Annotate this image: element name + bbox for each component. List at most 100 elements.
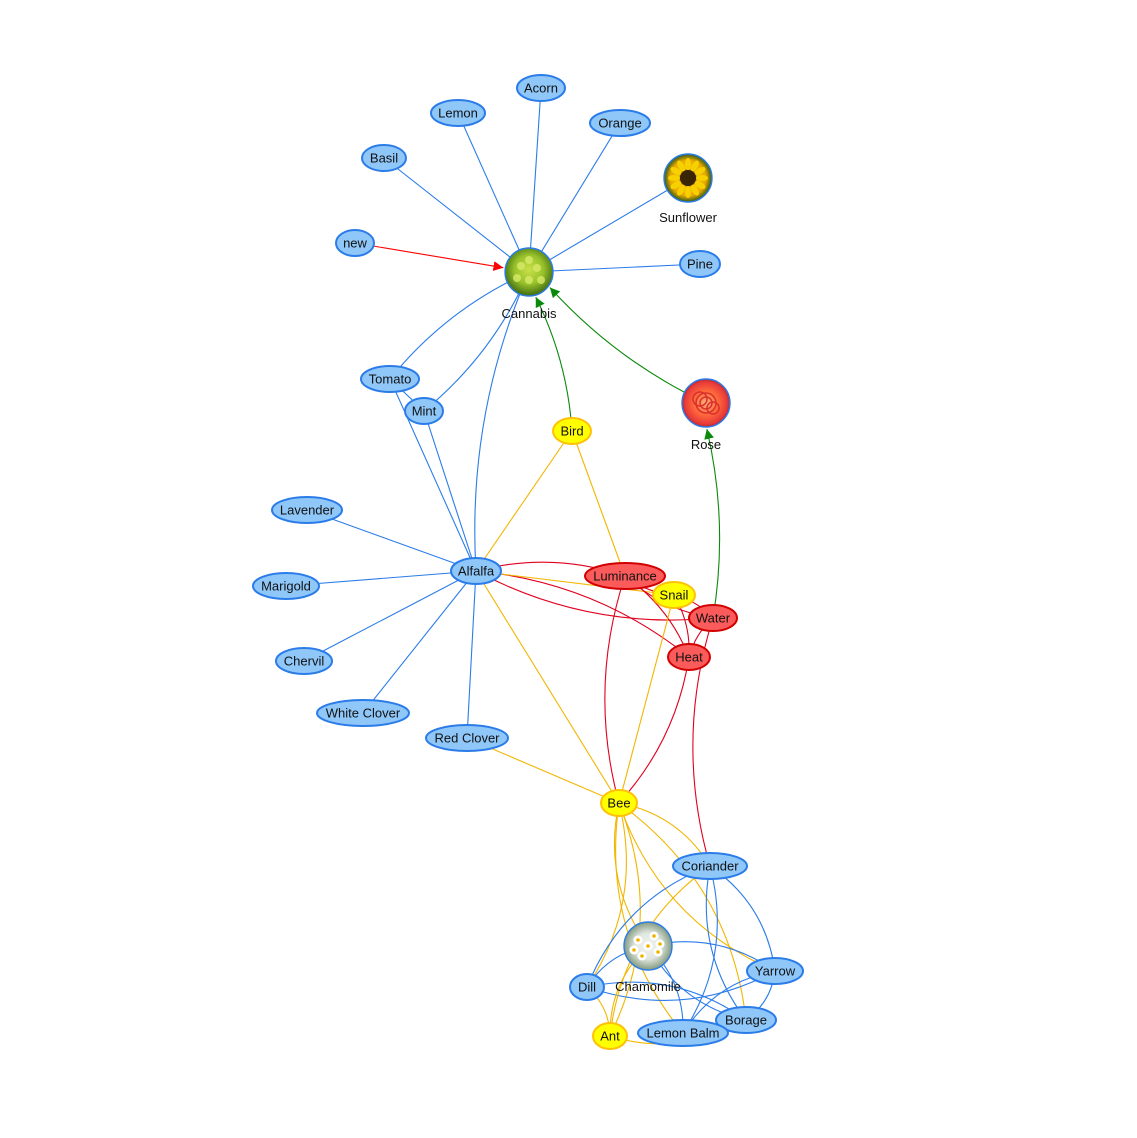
node-shape-orange[interactable] xyxy=(589,109,651,137)
node-shape-pine[interactable] xyxy=(679,250,721,278)
edge-heat-bee[interactable] xyxy=(618,656,690,804)
node-label-dill: Dill xyxy=(578,980,596,995)
edge-alfalfa-water[interactable] xyxy=(475,570,714,621)
edge-bee-yarrow[interactable] xyxy=(618,802,776,972)
node-shape-lavender[interactable] xyxy=(271,496,343,524)
node-chervil[interactable]: Chervil xyxy=(275,647,333,675)
node-dill[interactable]: Dill xyxy=(569,973,605,1001)
node-shape-acorn[interactable] xyxy=(516,74,566,102)
node-lemon-balm[interactable]: Lemon Balm xyxy=(637,1019,729,1047)
node-shape-new[interactable] xyxy=(335,229,375,257)
node-ant[interactable]: Ant xyxy=(592,1022,628,1050)
edge-coriander-lemon-balm[interactable] xyxy=(682,865,718,1034)
node-bee[interactable]: Bee xyxy=(600,789,638,817)
node-yarrow[interactable]: Yarrow xyxy=(746,957,804,985)
node-shape-borage[interactable] xyxy=(715,1006,777,1034)
node-shape-lemon-balm[interactable] xyxy=(637,1019,729,1047)
edge-bird-alfalfa[interactable] xyxy=(475,430,573,572)
node-label-lemon-balm: Lemon Balm xyxy=(647,1026,720,1041)
edge-bee-dill[interactable] xyxy=(586,802,627,988)
edge-luminance-bee[interactable] xyxy=(604,575,626,804)
edge-acorn-cannabis[interactable] xyxy=(528,87,542,273)
edge-dill-yarrow[interactable] xyxy=(586,970,776,1002)
node-heat[interactable]: Heat xyxy=(667,643,711,671)
node-shape-tomato[interactable] xyxy=(360,365,420,393)
node-label-borage: Borage xyxy=(725,1013,767,1028)
node-orange[interactable]: Orange xyxy=(589,109,651,137)
node-shape-lemon[interactable] xyxy=(430,99,486,127)
node-basil[interactable]: Basil xyxy=(361,144,407,172)
node-chamomile[interactable]: Chamomile xyxy=(615,921,681,994)
node-borage[interactable]: Borage xyxy=(715,1006,777,1034)
edge-pine-cannabis[interactable] xyxy=(528,263,701,273)
edge-alfalfa-bee[interactable] xyxy=(475,570,620,804)
node-label-red-clover: Red Clover xyxy=(434,731,500,746)
edge-bird-cannabis[interactable] xyxy=(535,296,573,432)
node-shape-coriander[interactable] xyxy=(672,852,748,880)
node-cannabis[interactable]: Cannabis xyxy=(502,247,557,321)
node-pine[interactable]: Pine xyxy=(679,250,721,278)
edge-orange-cannabis[interactable] xyxy=(528,122,621,273)
node-lemon[interactable]: Lemon xyxy=(430,99,486,127)
node-mint[interactable]: Mint xyxy=(404,397,444,425)
node-marigold[interactable]: Marigold xyxy=(252,572,320,600)
edge-tomato-alfalfa[interactable] xyxy=(389,378,477,572)
edge-basil-cannabis[interactable] xyxy=(383,157,530,273)
node-label-luminance: Luminance xyxy=(593,569,657,584)
node-shape-alfalfa[interactable] xyxy=(450,557,502,585)
edge-bee-lemon-balm[interactable] xyxy=(615,802,684,1034)
node-shape-bee[interactable] xyxy=(600,789,638,817)
node-label-white-clover: White Clover xyxy=(326,706,401,721)
node-red-clover[interactable]: Red Clover xyxy=(425,724,509,752)
node-tomato[interactable]: Tomato xyxy=(360,365,420,393)
node-shape-luminance[interactable] xyxy=(584,562,666,590)
edge-snail-bee[interactable] xyxy=(618,594,675,804)
node-luminance[interactable]: Luminance xyxy=(584,562,666,590)
node-shape-marigold[interactable] xyxy=(252,572,320,600)
node-label-basil: Basil xyxy=(370,151,398,166)
node-alfalfa[interactable]: Alfalfa xyxy=(450,557,502,585)
node-label-water: Water xyxy=(696,611,731,626)
node-snail[interactable]: Snail xyxy=(652,581,696,609)
node-label-coriander: Coriander xyxy=(681,859,739,874)
node-shape-basil[interactable] xyxy=(361,144,407,172)
node-bird[interactable]: Bird xyxy=(552,417,592,445)
node-shape-dill[interactable] xyxy=(569,973,605,1001)
edge-lemon-cannabis[interactable] xyxy=(457,112,530,273)
edge-mint-cannabis[interactable] xyxy=(423,271,530,412)
edge-water-rose[interactable] xyxy=(704,428,721,619)
node-shape-white-clover[interactable] xyxy=(316,699,410,727)
edge-chervil-alfalfa[interactable] xyxy=(303,570,477,662)
node-shape-mint[interactable] xyxy=(404,397,444,425)
edge-coriander-borage[interactable] xyxy=(705,865,747,1021)
node-water[interactable]: Water xyxy=(688,604,738,632)
node-lavender[interactable]: Lavender xyxy=(271,496,343,524)
node-rose[interactable]: Rose xyxy=(681,378,731,452)
edge-new-cannabis[interactable] xyxy=(354,242,504,271)
node-shape-heat[interactable] xyxy=(667,643,711,671)
node-shape-ant[interactable] xyxy=(592,1022,628,1050)
node-white-clover[interactable]: White Clover xyxy=(316,699,410,727)
edge-rose-cannabis[interactable] xyxy=(549,287,707,404)
node-coriander[interactable]: Coriander xyxy=(672,852,748,880)
node-shape-water[interactable] xyxy=(688,604,738,632)
node-shape-chervil[interactable] xyxy=(275,647,333,675)
edge-mint-alfalfa[interactable] xyxy=(423,410,477,572)
node-shape-yarrow[interactable] xyxy=(746,957,804,985)
node-shape-bird[interactable] xyxy=(552,417,592,445)
edge-alfalfa-cannabis[interactable] xyxy=(474,271,530,572)
edge-white-clover-alfalfa[interactable] xyxy=(362,570,477,714)
node-shape-red-clover[interactable] xyxy=(425,724,509,752)
node-acorn[interactable]: Acorn xyxy=(516,74,566,102)
edge-red-clover-alfalfa[interactable] xyxy=(466,570,477,739)
node-label-ant: Ant xyxy=(600,1029,620,1044)
rose-photo-icon xyxy=(682,379,730,427)
node-new[interactable]: new xyxy=(335,229,375,257)
edge-bee-ant[interactable] xyxy=(609,802,641,1037)
node-sunflower[interactable]: Sunflower xyxy=(659,153,718,225)
edge-bird-luminance[interactable] xyxy=(571,430,626,577)
node-shape-snail[interactable] xyxy=(652,581,696,609)
edge-sunflower-cannabis[interactable] xyxy=(528,177,689,273)
